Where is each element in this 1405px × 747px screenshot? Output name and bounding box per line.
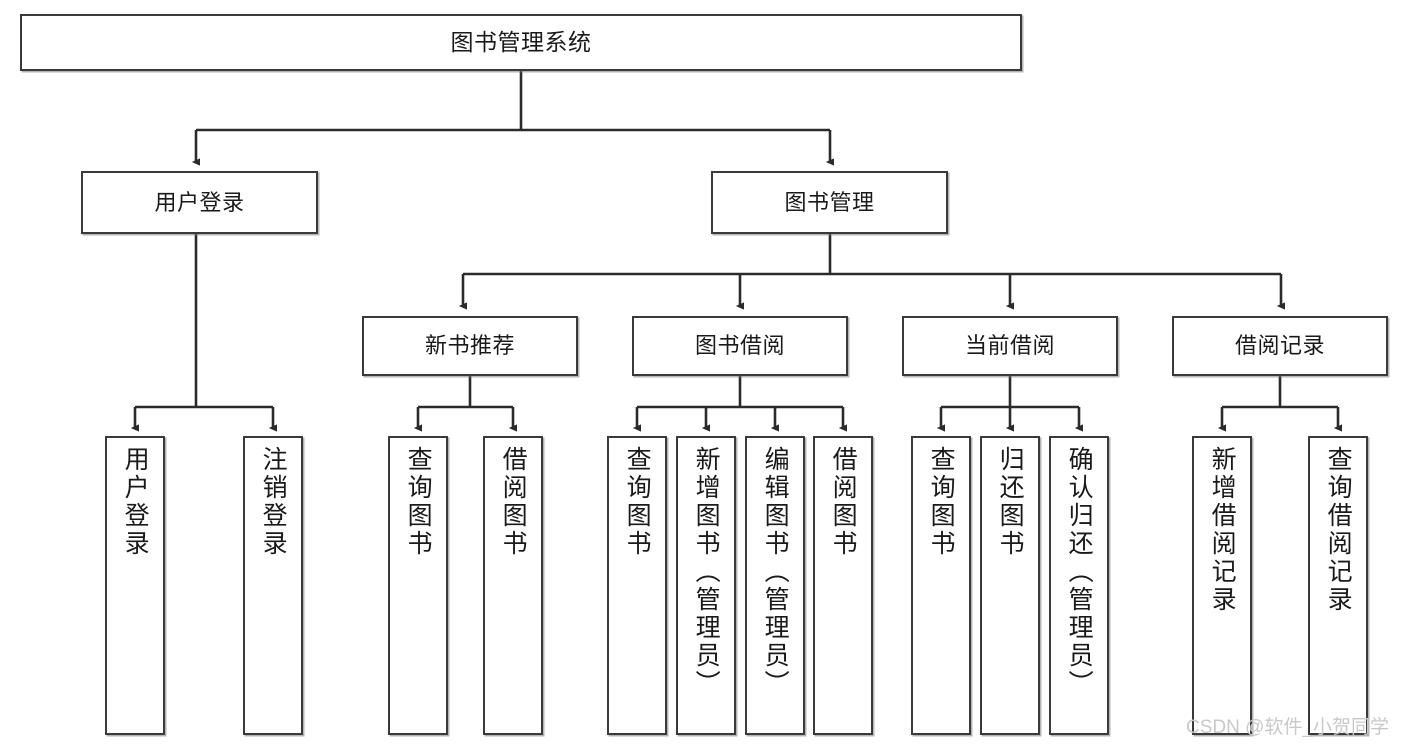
- node-label: 注销登录: [259, 446, 288, 558]
- node-label: 借阅图书: [829, 446, 858, 558]
- node-label: 编辑图书（管理员）: [761, 446, 790, 698]
- node-root-book-management-system[interactable]: 图书管理系统: [20, 14, 1022, 71]
- node-label: 借阅记录: [1234, 333, 1325, 359]
- node-label: 查询图书: [404, 446, 433, 558]
- leaf-query-book-3[interactable]: 查询图书: [911, 436, 971, 735]
- node-label: 图书借阅: [694, 333, 785, 359]
- leaf-query-record[interactable]: 查询借阅记录: [1308, 436, 1368, 735]
- csdn-watermark: CSDN @软件_小贺同学: [1186, 717, 1389, 738]
- node-label: 借阅图书: [499, 446, 528, 558]
- leaf-query-book-1[interactable]: 查询图书: [388, 436, 448, 735]
- node-label: 图书管理: [784, 189, 875, 215]
- leaf-borrow-book-1[interactable]: 借阅图书: [483, 436, 543, 735]
- node-label: 新增图书（管理员）: [692, 446, 721, 698]
- node-current-borrow[interactable]: 当前借阅: [902, 316, 1118, 376]
- node-book-borrow[interactable]: 图书借阅: [632, 316, 848, 376]
- node-label: 新书推荐: [424, 333, 515, 359]
- node-label: 查询借阅记录: [1324, 446, 1353, 614]
- node-label: 用户登录: [121, 446, 150, 558]
- node-label: 查询图书: [623, 446, 652, 558]
- node-book-management[interactable]: 图书管理: [711, 171, 948, 234]
- node-label: 查询图书: [927, 446, 956, 558]
- leaf-query-book-2[interactable]: 查询图书: [607, 436, 667, 735]
- leaf-user-logout[interactable]: 注销登录: [243, 436, 303, 735]
- leaf-add-record[interactable]: 新增借阅记录: [1192, 436, 1252, 735]
- node-label: 图书管理系统: [450, 28, 592, 55]
- leaf-edit-book[interactable]: 编辑图书（管理员）: [745, 436, 805, 735]
- node-label: 归还图书: [996, 446, 1025, 558]
- node-user-login[interactable]: 用户登录: [81, 171, 318, 234]
- leaf-borrow-book-2[interactable]: 借阅图书: [813, 436, 873, 735]
- node-label: 确认归还（管理员）: [1065, 446, 1094, 698]
- leaf-return-book[interactable]: 归还图书: [980, 436, 1040, 735]
- node-label: 新增借阅记录: [1208, 446, 1237, 614]
- leaf-confirm-return[interactable]: 确认归还（管理员）: [1049, 436, 1109, 735]
- leaf-add-book[interactable]: 新增图书（管理员）: [676, 436, 736, 735]
- node-label: 当前借阅: [964, 333, 1055, 359]
- node-label: 用户登录: [154, 189, 245, 215]
- node-borrow-record[interactable]: 借阅记录: [1172, 316, 1388, 376]
- node-new-book-recommend[interactable]: 新书推荐: [362, 316, 578, 376]
- leaf-user-login[interactable]: 用户登录: [105, 436, 165, 735]
